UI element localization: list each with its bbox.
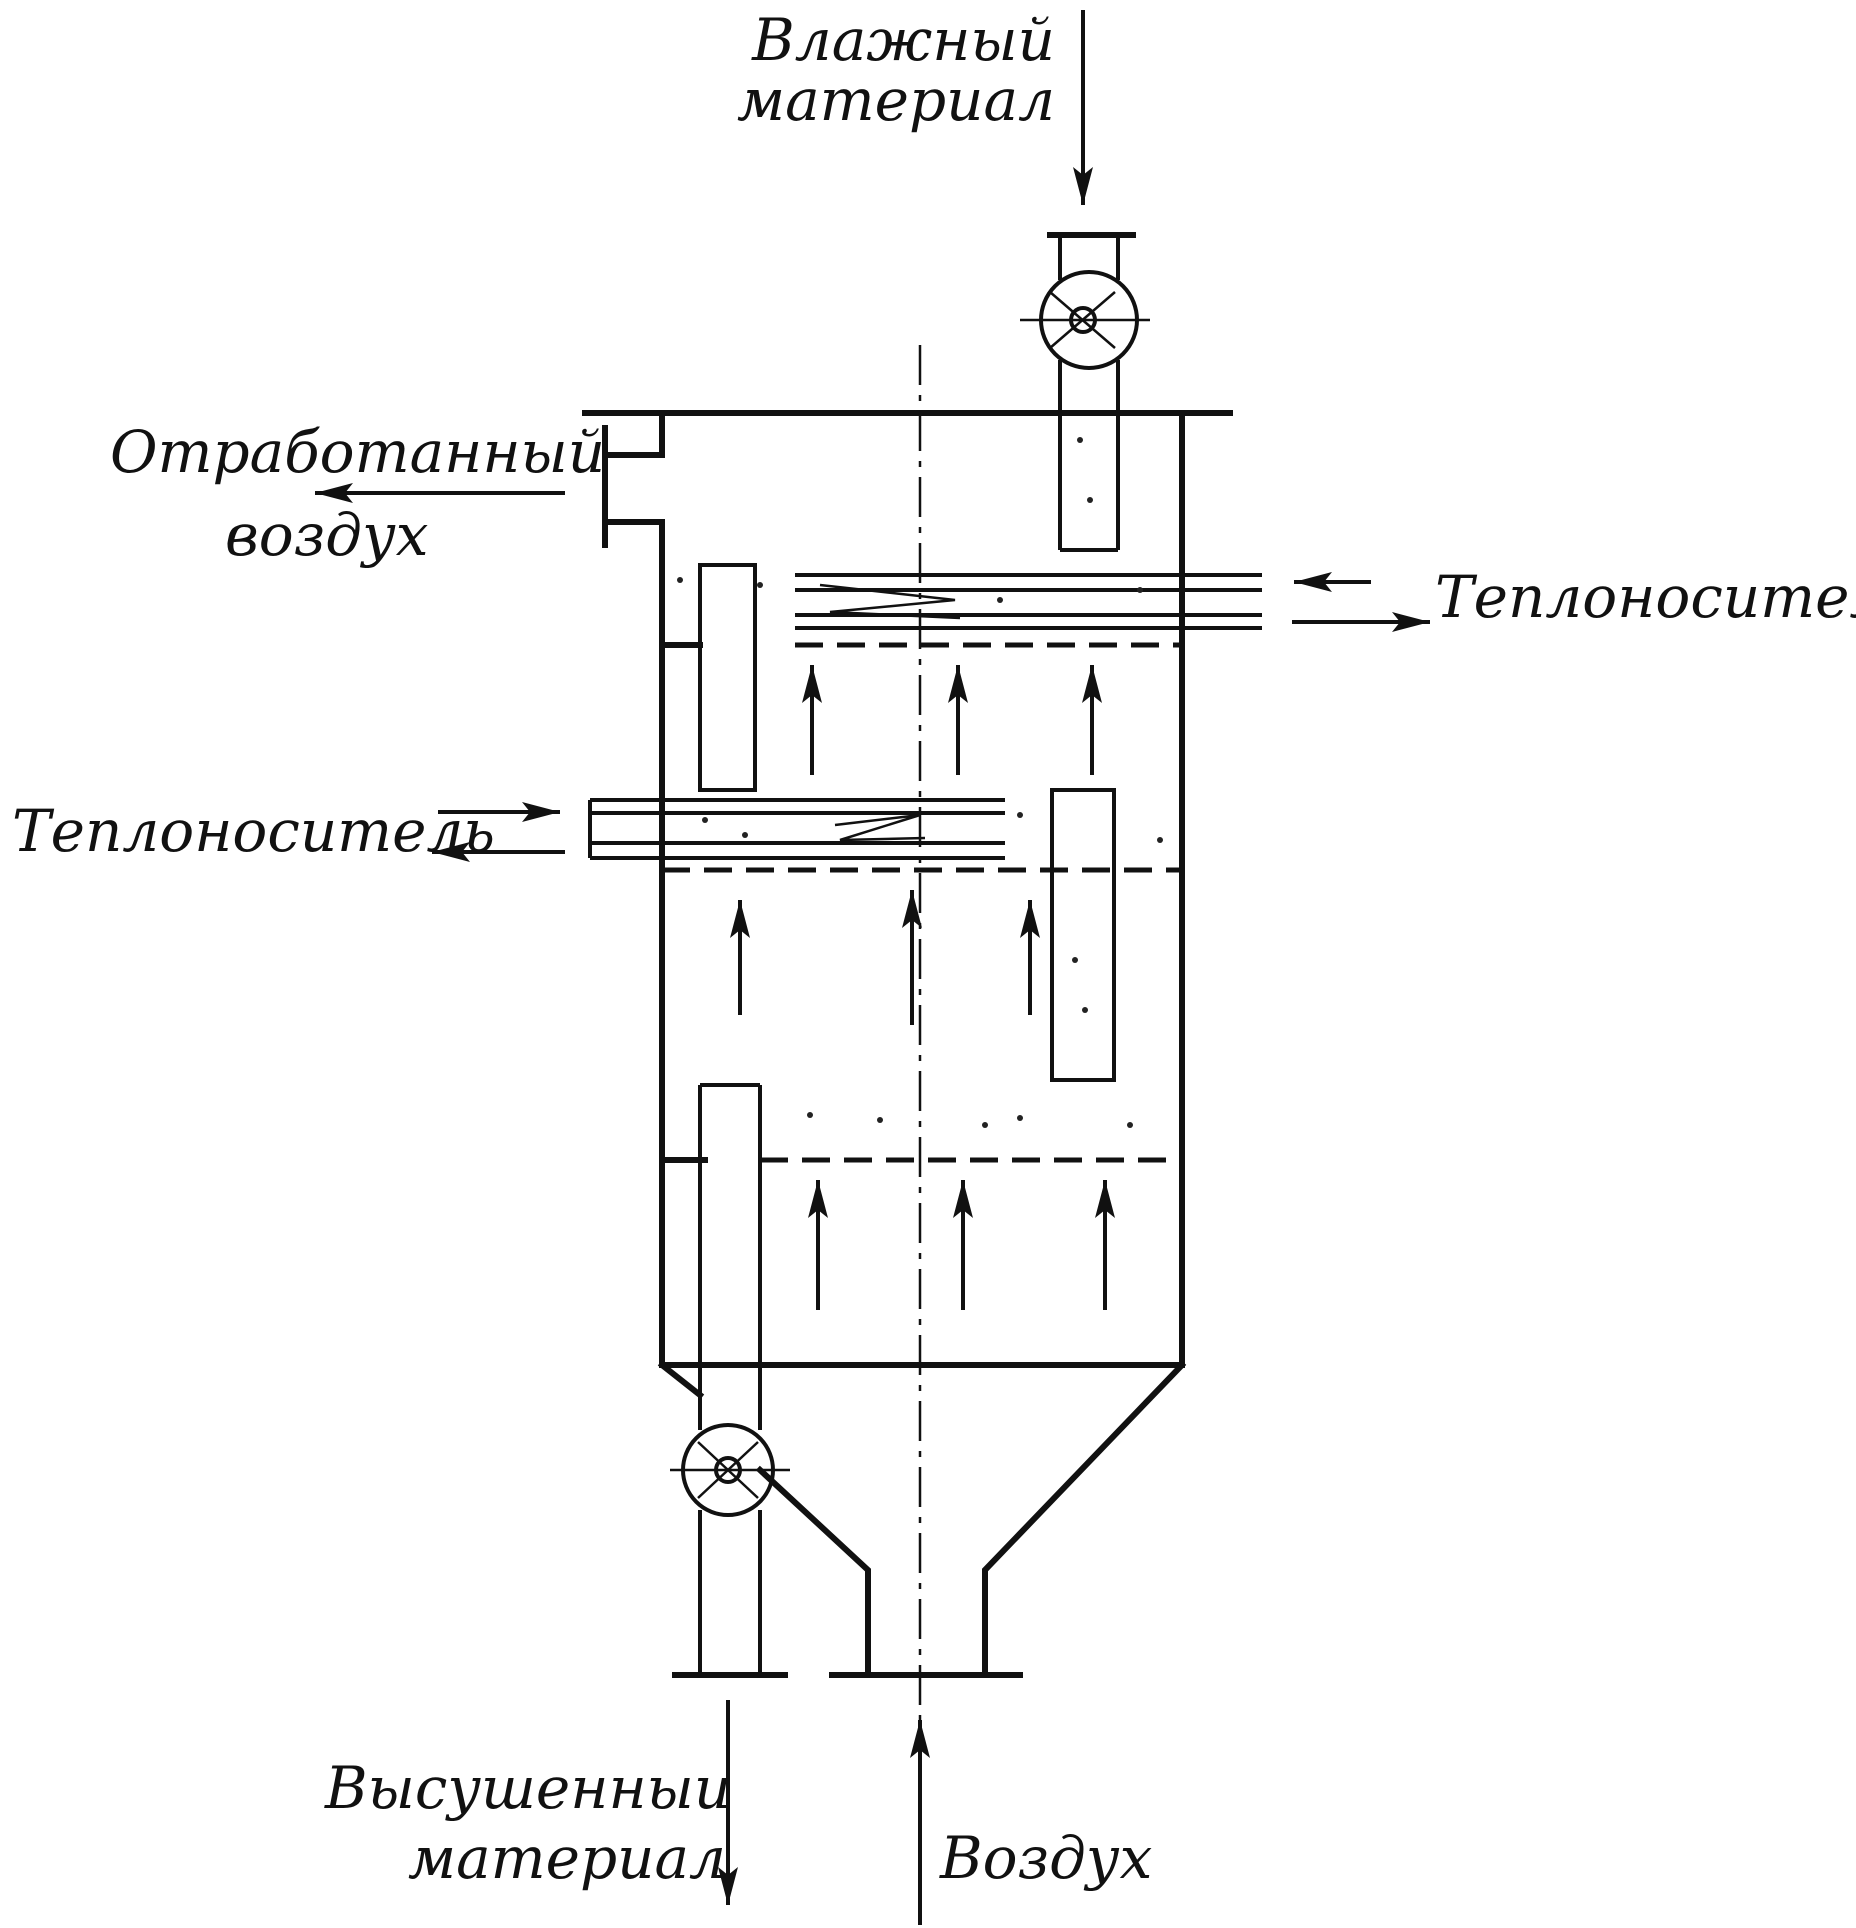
label-heat-carrier-lower: Теплоноситель [12, 797, 495, 865]
upper-heat-exchanger [795, 572, 1430, 632]
label-air-inlet: Воздух [939, 1824, 1152, 1892]
dryer-vessel [582, 410, 1233, 1678]
svg-text:Отработанный: Отработанный [110, 418, 605, 486]
svg-text:Влажный: Влажный [751, 6, 1055, 74]
overflow-pipe-middle [1050, 788, 1116, 1082]
material-particles [677, 437, 1163, 1128]
label-exhaust-air: Отработанный воздух [110, 418, 605, 569]
cone-left [755, 1465, 871, 1678]
svg-text:воздух: воздух [225, 501, 428, 569]
label-wet-material: Влажный материал [737, 6, 1055, 134]
discharge-pipe [670, 1083, 790, 1678]
label-dried-material: Высушенныи материал [324, 1754, 731, 1892]
overflow-pipe-upper [698, 563, 757, 792]
airflow-arrows-lower [808, 1180, 1115, 1310]
svg-text:Высушенныи: Высушенныи [324, 1754, 731, 1822]
cone-right [982, 1360, 1187, 1678]
airflow-arrows-middle [730, 890, 1040, 1025]
svg-text:материал: материал [408, 1824, 726, 1892]
lower-heat-exchanger [432, 798, 1005, 862]
wet-material-feeder [1020, 10, 1150, 552]
svg-text:материал: материал [737, 66, 1055, 134]
label-heat-carrier-upper: Теплоноситель [1435, 563, 1856, 631]
airflow-arrows-upper [802, 665, 1102, 775]
